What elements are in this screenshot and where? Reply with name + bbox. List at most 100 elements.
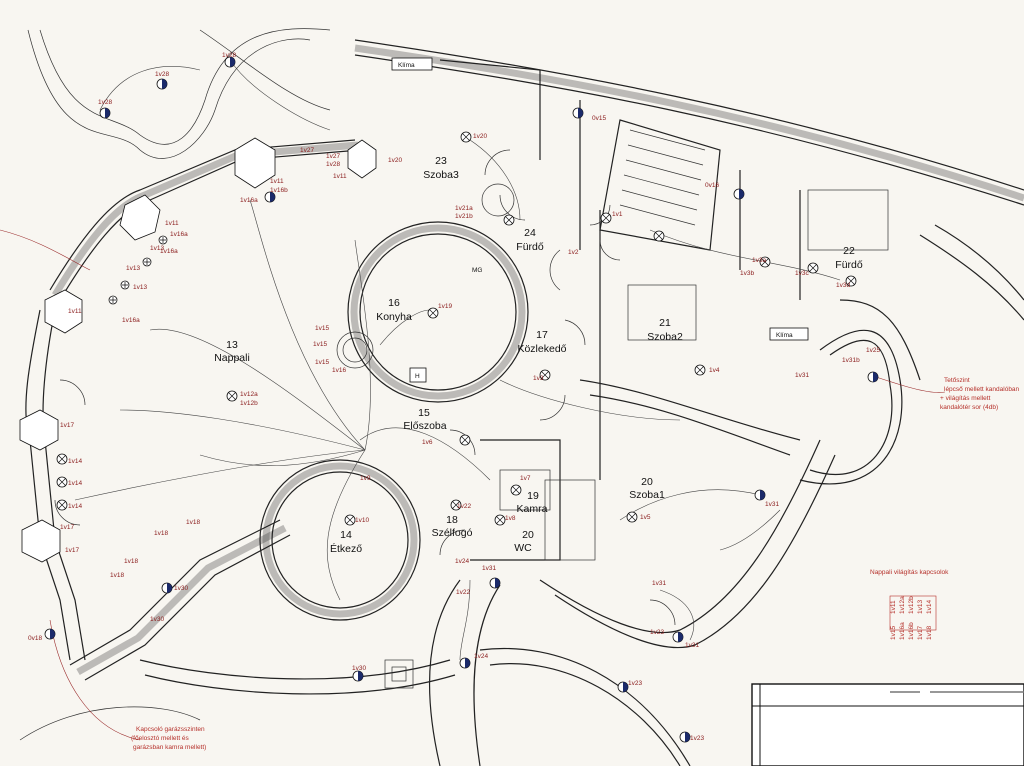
fixture-spot-2 [120,280,130,290]
fixture-szoba2 [694,364,706,376]
legend-item: 1v17 [917,626,924,640]
circuit-label: 1v23 [690,735,704,742]
circuit-label: 1v16a [122,317,140,324]
circuit-label: 1v16a [170,231,188,238]
circuit-label: 1v16b [270,187,288,194]
circuit-label: 1v22 [457,503,471,510]
fixture-szoba1 [626,511,638,523]
circuit-label: 1v27 [300,147,314,154]
circuit-label: 1v13 [126,265,140,272]
circuit-label: 1v3a [752,257,766,264]
circuit-label: 0v16 [705,182,719,189]
fixture-furdo24 [503,214,515,226]
room-19-num: 19 [527,490,539,502]
circuit-label: 1v14 [68,458,82,465]
circuit-label: 1v15 [315,359,329,366]
mg-label: MG [472,267,482,274]
circuit-label: 1v14 [68,503,82,510]
circuit-label: 1v3b [740,270,754,277]
legend-item: 1v12a [899,596,906,614]
circuit-label: 1v11 [270,178,284,185]
circuit-label: 1v30 [150,616,164,623]
circuit-label: 0v15 [592,115,606,122]
garage-note: Kapcsoló garázsszinten (főelosztó mellet… [131,726,206,751]
room-20wc-name: WC [514,542,532,554]
fixture-kamra [510,484,522,496]
room-22-num: 22 [843,245,855,257]
circuit-label: 1v16a [160,248,178,255]
garden-lines [19,28,331,741]
fixture-konyha [427,307,439,319]
fixture-spot-3 [108,295,118,305]
ceiling-note: Tetőszint lépcső mellett kandalóban + vi… [940,377,1020,411]
room-23-num: 23 [435,155,447,167]
door-swings [54,149,676,626]
svg-text:garázsban kamra mellett): garázsban kamra mellett) [133,744,206,751]
title-block [751,683,1024,766]
circuit-label: 1v4 [709,367,720,374]
circuit-label: 1v8 [505,515,516,522]
circuit-label: 1v5 [640,514,651,521]
fixture-eloszoba [459,434,471,446]
circuit-label: 1v7 [520,475,531,482]
fixture-furdo22c [759,256,771,268]
room-13-num: 13 [226,339,238,351]
outer-walls [25,139,456,695]
wall-lights [44,56,879,743]
circuit-label: 1v28 [155,71,169,78]
fixture-wc [494,514,506,526]
svg-text:Nappali világítás kapcsolok: Nappali világítás kapcsolok [870,569,949,576]
circuit-label: 1v31 [795,372,809,379]
circuit-label: 1v20 [473,133,487,140]
fixture-left-3 [56,499,68,511]
circuit-label: 1v31b [842,357,860,364]
approach-path [384,579,691,766]
fixture-szoba3 [460,131,472,143]
circuit-label: 1v13 [150,245,164,252]
terrace-band [354,39,1024,321]
circuit-label: 1v1 [612,211,623,218]
klima-label-2: Klíma [776,332,793,339]
column-hexagons [19,137,377,563]
circuit-label: 1v31 [685,642,699,649]
circuit-label: 1v18 [124,558,138,565]
central-rooms [259,183,529,621]
room-23-name: Szoba3 [423,169,459,181]
fixture-left-2 [56,476,68,488]
fixture-spot-4 [158,235,168,245]
circuit-label: 1v28 [222,52,236,59]
klima-label-1: Klíma [398,62,415,69]
room-17-name: Közlekedő [517,343,566,355]
circuit-label: 1v11 [333,173,347,180]
circuit-label: 1v11 [68,308,82,315]
fixture-furdo22b [845,275,857,287]
legend-item: 1v16b [908,622,915,640]
circuit-label: 1v17 [60,524,74,531]
room-14-num: 14 [340,529,352,541]
circuit-label: 1v17 [65,547,79,554]
room-13-name: Nappali [214,352,250,364]
legend-item: 1v15 [890,626,897,640]
svg-text:kandalótér sor (4db): kandalótér sor (4db) [940,404,998,411]
legend-item: 1v11 [890,600,897,614]
circuit-label: 1v28 [98,99,112,106]
circuit-label: 1v31 [652,580,666,587]
circuit-label: 1v16a [240,197,258,204]
circuit-label: 1v15 [313,341,327,348]
room-17-num: 17 [536,329,548,341]
circuit-label: 1v21a [455,205,473,212]
circuit-label: 1v24 [474,653,488,660]
interior-walls [439,59,921,649]
circuit-label: 1v14 [68,480,82,487]
circuit-label: 1v15 [315,325,329,332]
circuit-label: 1v3c [795,270,809,277]
circuit-label: 1v2 [568,249,579,256]
room-20wc-num: 20 [522,529,534,541]
circuit-label: 1v3d [836,282,850,289]
legend-item: 1v18 [926,626,933,640]
circuit-label: 1v22 [456,589,470,596]
circuit-label: 1v10 [355,517,369,524]
room-21-num: 21 [659,317,671,329]
circuit-label: 1v12a [240,391,258,398]
